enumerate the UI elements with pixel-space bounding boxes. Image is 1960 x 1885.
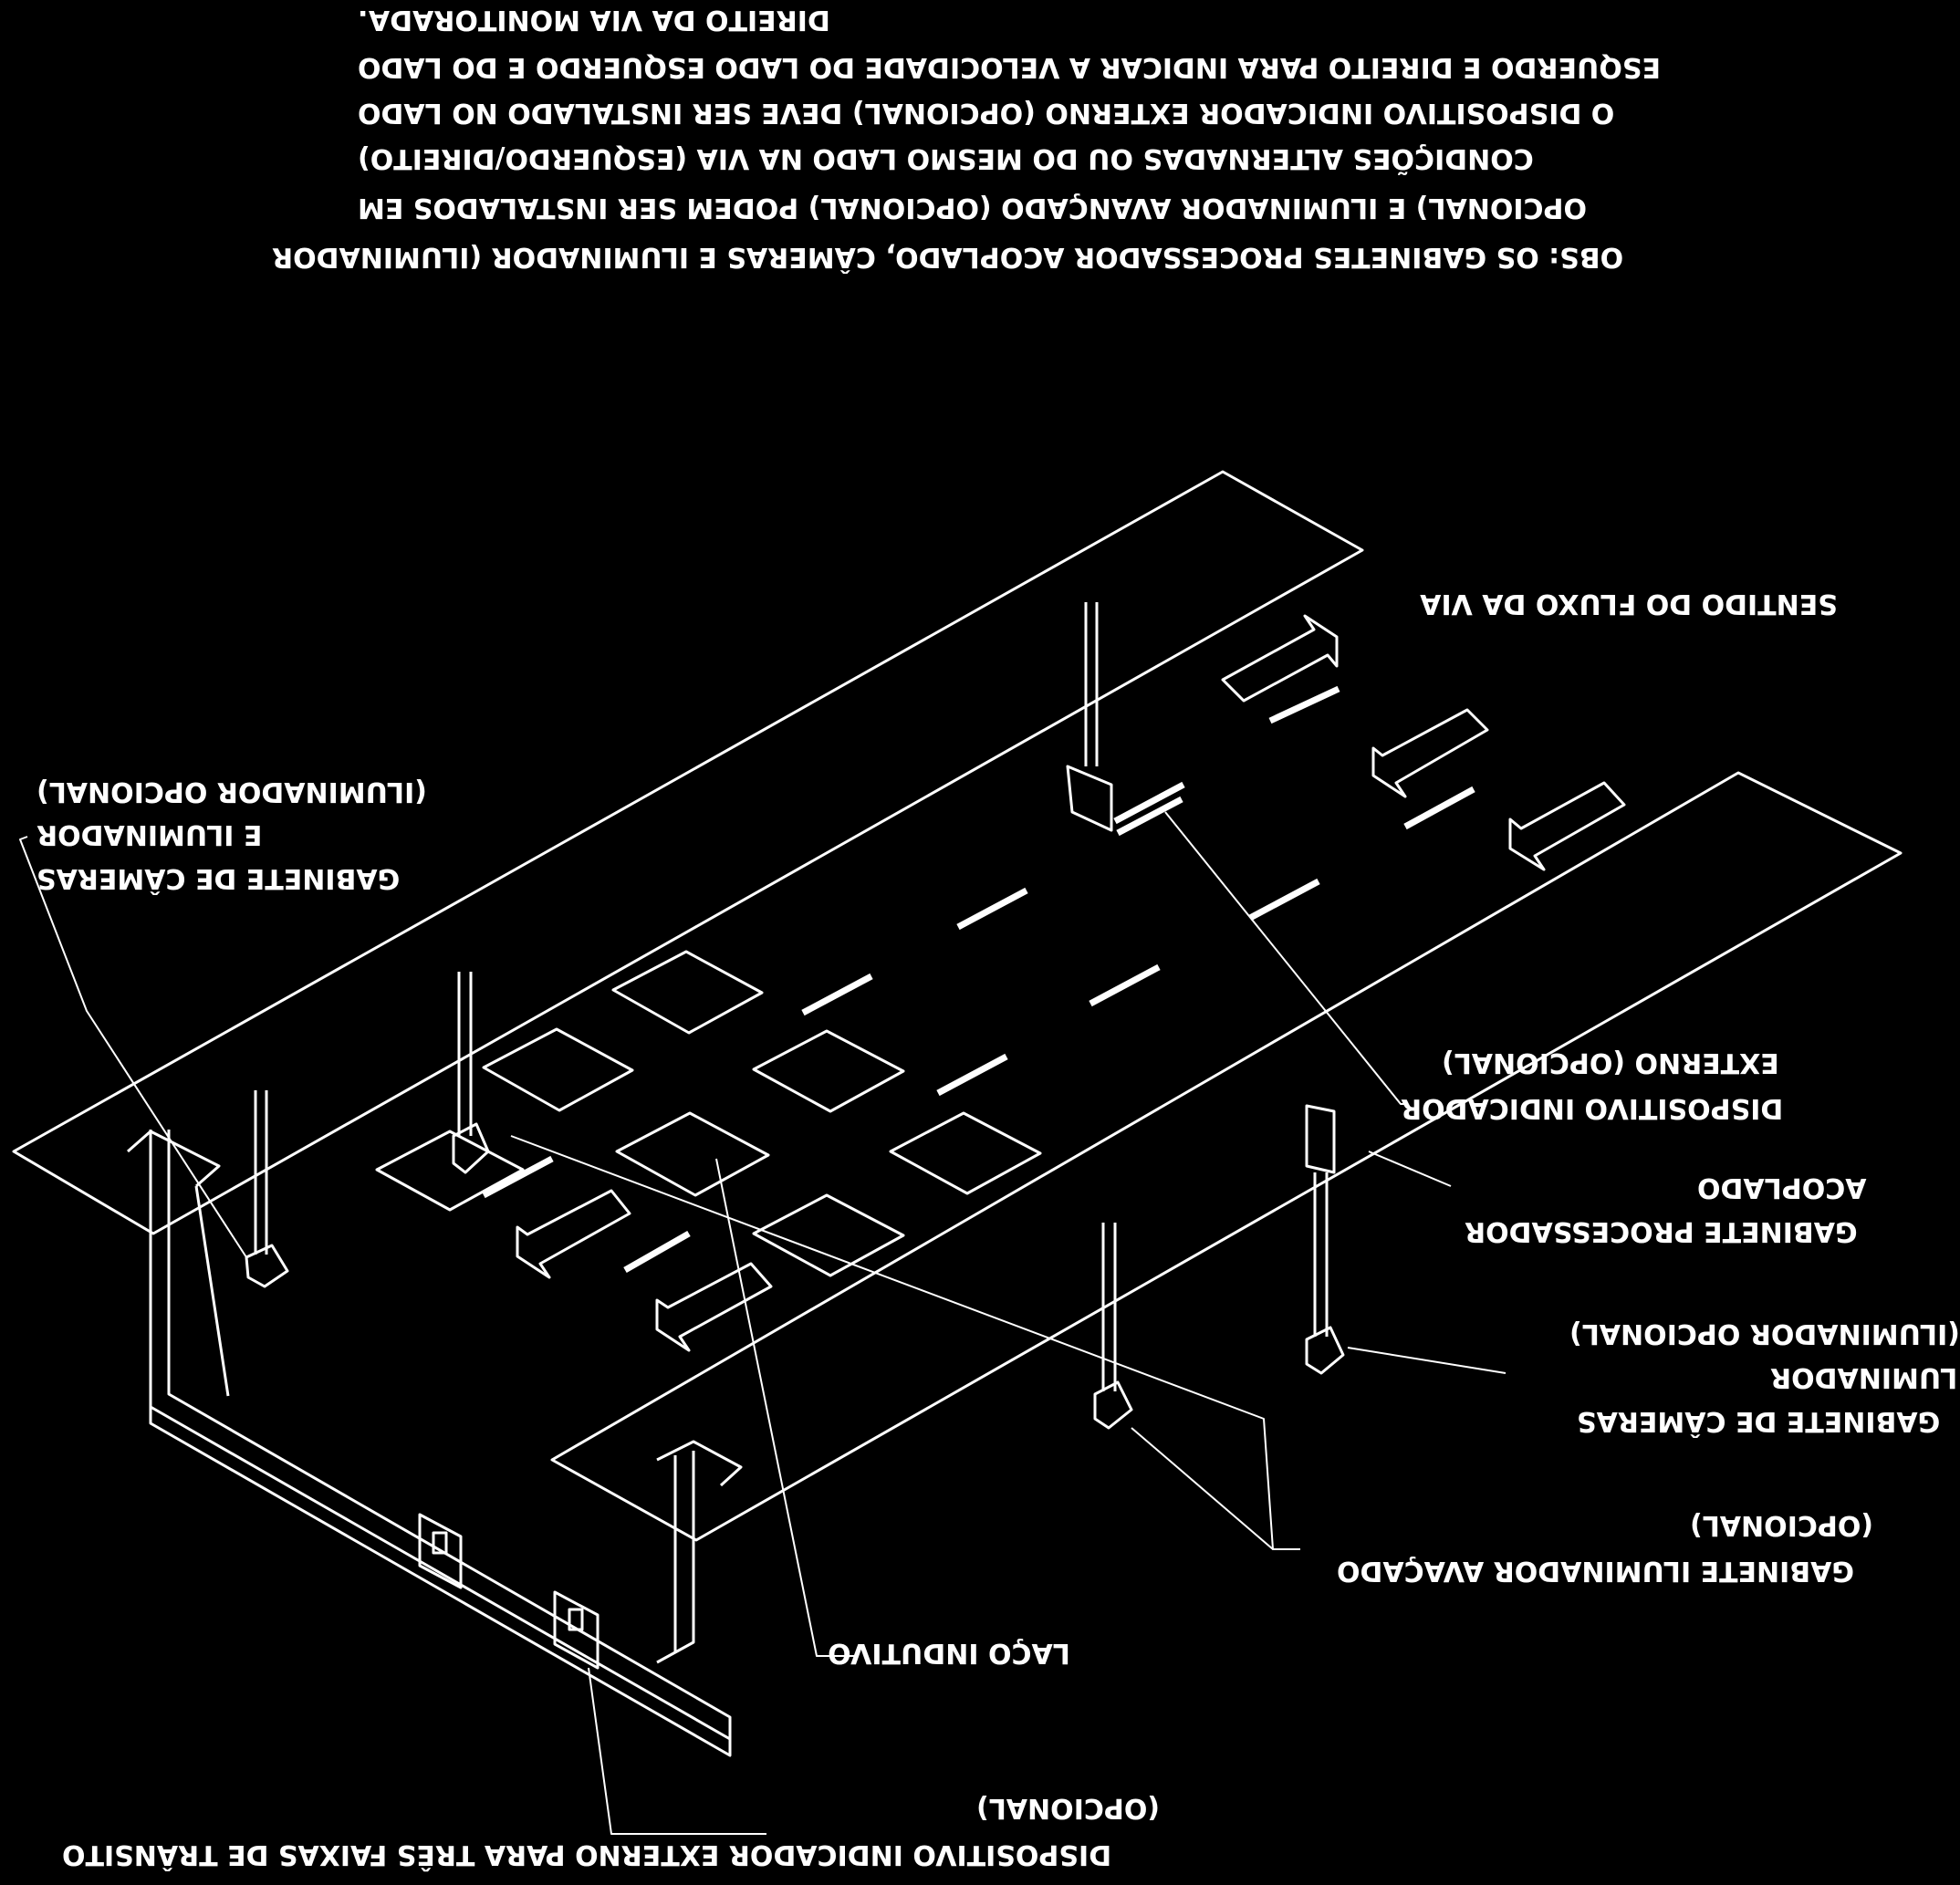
illuminator-adv-line-2: (OPCIONAL) [1690, 1509, 1873, 1541]
processor-line-2: ACOPLADO [1697, 1172, 1866, 1203]
arrow-5 [655, 1262, 773, 1352]
illuminator-pole-right [1093, 1223, 1133, 1430]
left-roadway [12, 470, 1364, 1235]
cam-right-line-3: (ILUMINADOR OPCIONAL) [1569, 1317, 1960, 1349]
processor-pole-top [1066, 602, 1113, 832]
indicator-three-line-1: DISPOSITIVO INDICADOR EXTERNO PARA TRÊS … [62, 1838, 1111, 1871]
indicator-ext-line-1: DISPOSITIVO INDICADOR [1401, 1092, 1783, 1124]
illuminator-adv-line-1: GABINETE ILUMINADOR AVAÇADO [1337, 1555, 1854, 1587]
flow-arrows [516, 614, 1626, 1352]
illuminator-pole-left [452, 972, 490, 1174]
note-line-5: ESQUERDO E DIREITO PARA INDICAR A VELOCI… [358, 51, 1661, 83]
cam-left-line-1: GABINETE DE CÂMERAS [36, 862, 400, 895]
cam-left-line-2: E ILUMINADOR [36, 818, 262, 850]
arrow-1 [1221, 614, 1339, 703]
note-line-6: DIREITO DA VIA MONITORADA. [358, 4, 830, 36]
cam-left-line-3: (ILUMINADOR OPCIONAL) [36, 776, 427, 807]
note-line-4: O DISPOSITIVO INDICADOR EXTERNO (OPCIONA… [358, 97, 1614, 129]
notes-block: OBS: OS GABINETES PROCESSADOR ACOPLADO, … [272, 4, 1661, 274]
inductive-loops [375, 950, 1042, 1277]
flow-label: SENTIDO DO FLUXO DA VIA [1419, 588, 1837, 620]
cable-trench [127, 1130, 743, 1757]
arrow-4 [516, 1189, 631, 1279]
indicator-device-2 [553, 1590, 599, 1670]
indicator-device-1 [418, 1513, 463, 1589]
arrow-2 [1371, 708, 1489, 798]
right-roadway [550, 771, 1903, 1542]
cam-right-line-2: E ILUMINADOR [1770, 1361, 1960, 1393]
indicator-three-line-2: (OPCIONAL) [976, 1792, 1160, 1824]
lane-dashes [482, 685, 1475, 1274]
arrow-3 [1508, 781, 1626, 871]
processor-line-1: GABINETE PROCESSADOR [1465, 1215, 1858, 1247]
loop-label: LAÇO INDUTIVO [828, 1637, 1070, 1669]
note-line-3: CONDIÇÕES ALTERNADAS OU DO MESMO LADO NA… [358, 142, 1534, 176]
note-line-1: OBS: OS GABINETES PROCESSADOR ACOPLADO, … [272, 241, 1623, 274]
camera-pole-left [245, 1090, 289, 1288]
camera-pole-right [1305, 1104, 1345, 1375]
indicator-ext-line-2: EXTERNO (OPCIONAL) [1442, 1047, 1779, 1078]
cam-right-line-1: GABINETE DE CÂMERAS [1577, 1405, 1940, 1438]
leader-lines [19, 811, 1506, 1835]
note-line-2: OPCIONAL) E ILUMINADOR AVANÇADO (OPCIONA… [358, 192, 1587, 224]
